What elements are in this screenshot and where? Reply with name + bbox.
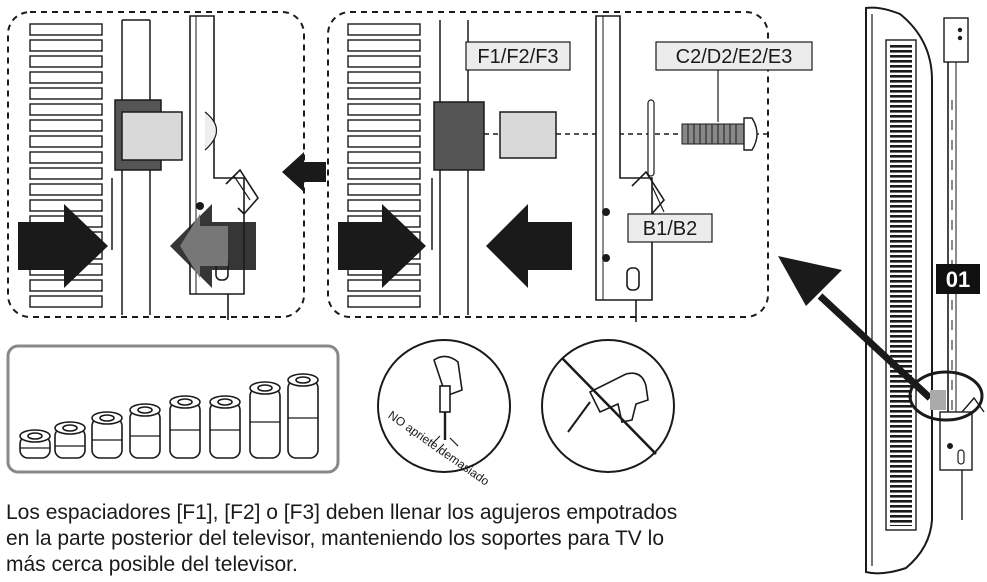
screwdriver-icon: NO apriete demasiado bbox=[377, 339, 511, 489]
label-bracket: B1/B2 bbox=[643, 218, 697, 240]
washer bbox=[647, 99, 655, 177]
spacer-set bbox=[6, 344, 340, 474]
arrow-left-icon bbox=[486, 204, 572, 288]
prohibited-icon bbox=[561, 357, 657, 455]
recess-dark bbox=[433, 101, 485, 171]
arrow-right-icon bbox=[18, 204, 108, 288]
caption-line: en la parte posterior del televisor, man… bbox=[6, 527, 664, 550]
screw bbox=[681, 117, 758, 151]
step-badge bbox=[936, 264, 980, 294]
power-drill-icon bbox=[541, 339, 675, 473]
step-number: 01 bbox=[946, 267, 970, 292]
caption-line: Los espaciadores [F1], [F2] o [F3] deben… bbox=[6, 501, 678, 524]
arrow-left-icon bbox=[282, 152, 326, 192]
label-spacers: F1/F2/F3 bbox=[477, 46, 558, 68]
panel-attached-view bbox=[7, 11, 305, 320]
panel-exploded-view: F1/F2/F3 C2/D2/E2/E3 bbox=[327, 11, 813, 322]
tv-side-profile bbox=[865, 6, 985, 575]
highlight-circle bbox=[908, 370, 984, 422]
arrow-right-icon bbox=[338, 204, 426, 288]
spacer-part bbox=[499, 111, 557, 159]
label-screws: C2/D2/E2/E3 bbox=[676, 46, 793, 68]
caption-line: más cerca posible del televisor. bbox=[6, 553, 298, 576]
instruction-caption: Los espaciadores [F1], [F2] o [F3] deben… bbox=[6, 500, 846, 578]
